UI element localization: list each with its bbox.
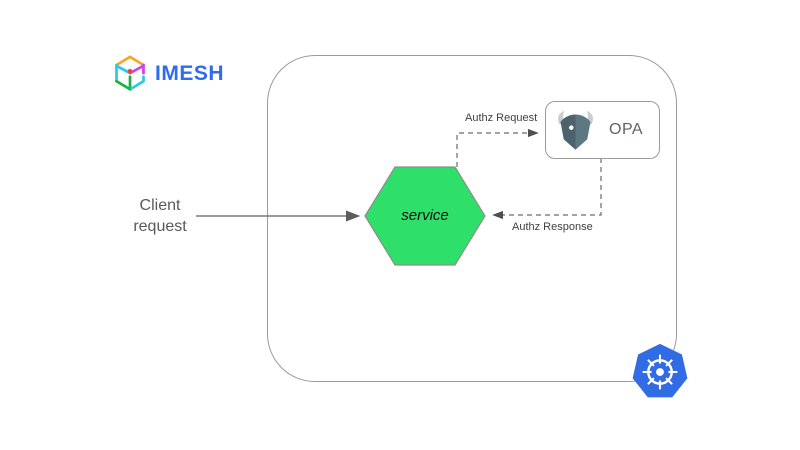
kubernetes-cluster-boundary xyxy=(267,55,677,382)
opa-node-label: OPA xyxy=(609,121,644,138)
imesh-cube-icon xyxy=(115,55,145,91)
authz-request-label: Authz Request xyxy=(465,112,538,124)
client-request-line2: request xyxy=(133,217,187,235)
client-request-label: Client request xyxy=(108,196,212,238)
client-request-line1: Client xyxy=(139,197,181,214)
opa-node: OPA xyxy=(545,101,660,159)
kubernetes-helm-icon xyxy=(632,343,688,398)
service-node-label: service xyxy=(401,207,449,224)
authz-response-label: Authz Response xyxy=(512,221,593,233)
imesh-cube-dot xyxy=(127,68,133,74)
opa-mask-icon xyxy=(553,107,598,153)
imesh-logo: IMESH xyxy=(112,54,224,94)
imesh-logo-text: IMESH xyxy=(155,62,225,85)
